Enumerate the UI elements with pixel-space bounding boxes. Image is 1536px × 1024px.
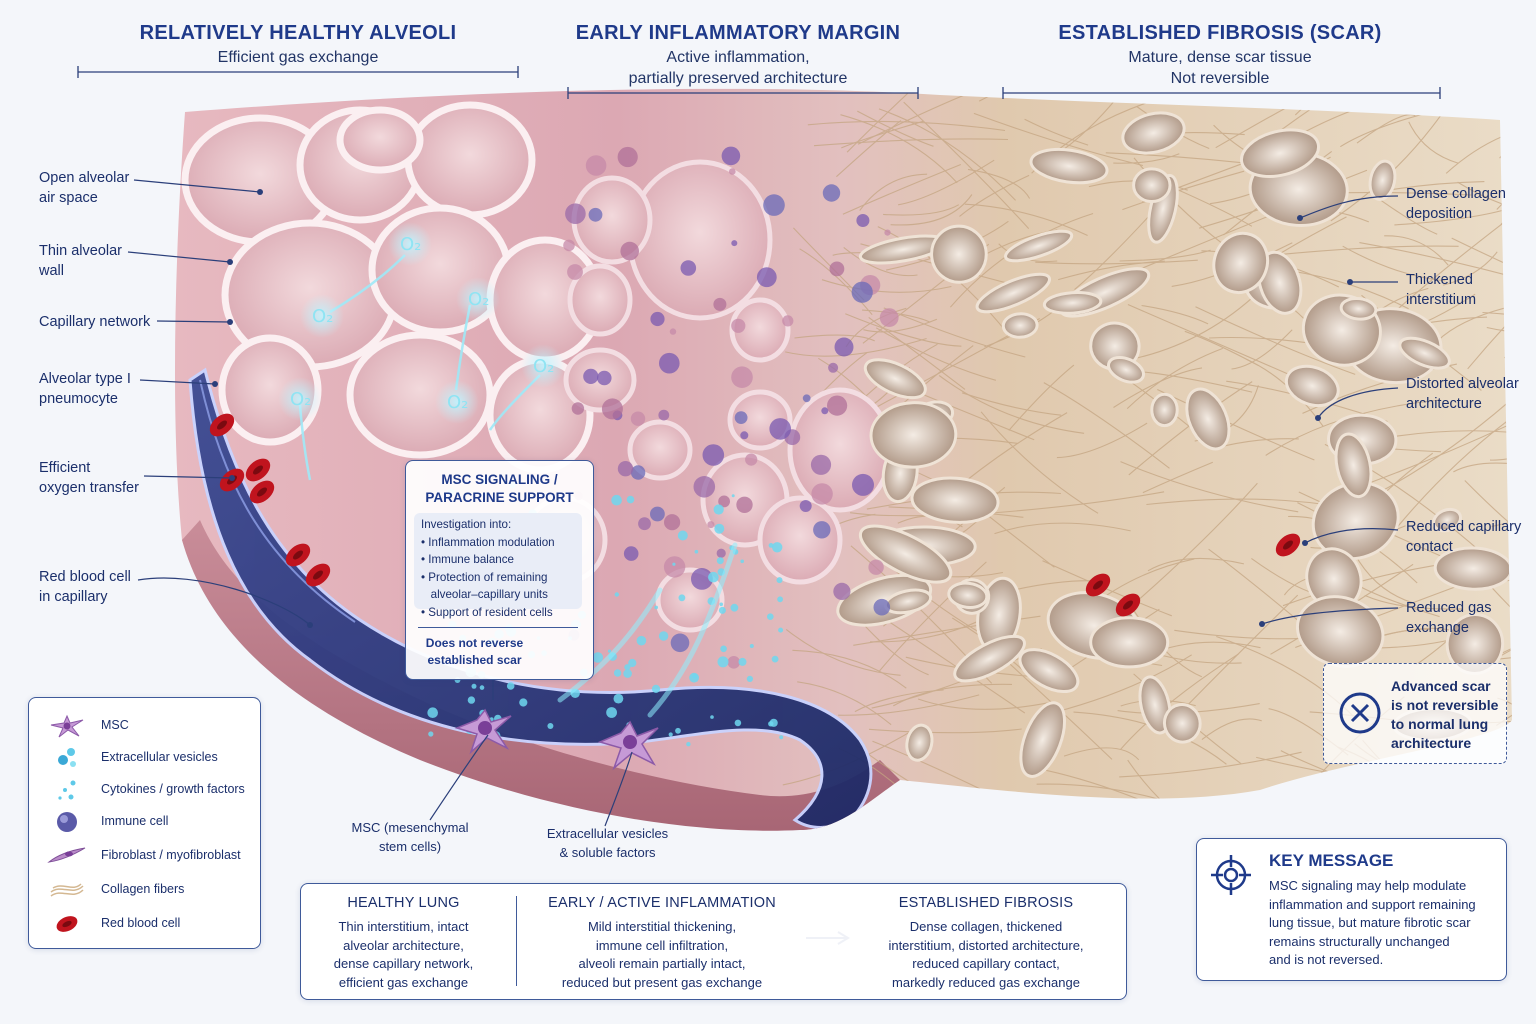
label-dense-collagen-deposition: Dense collagen deposition	[1406, 186, 1506, 222]
o2-label: O₂	[290, 389, 311, 410]
summary-divider	[516, 896, 517, 986]
legend-box: MSC Extracellular vesicles Cytokines / g…	[28, 697, 261, 949]
fibroblast-icon	[47, 847, 86, 863]
label-reduced-gas-exchange: Reduced gas exchange	[1406, 600, 1492, 636]
label-efficient-oxygen-transfer: Efficient oxygen transfer	[39, 460, 139, 496]
summary-title-established-fibrosis: ESTABLISHED FIBROSIS	[898, 895, 1074, 911]
msc-box-title: MSC SIGNALING / PARACRINE SUPPORT	[425, 472, 574, 505]
stage-summary-box: HEALTHY LUNG Thin interstitium, intact a…	[300, 883, 1127, 1000]
label-thin-alveolar-wall: Thin alveolar wall	[39, 243, 123, 279]
o2-label: O₂	[312, 306, 333, 327]
msc-signaling-box: MSC SIGNALING / PARACRINE SUPPORT Invest…	[405, 460, 594, 680]
red-blood-cell-icon	[56, 916, 78, 932]
msc-icon	[50, 714, 84, 738]
summary-body-healthy-lung: Thin interstitium, intact alveolar archi…	[333, 919, 474, 990]
msc-cell-1	[454, 708, 512, 755]
msc-box-item: • Immune balance	[421, 553, 514, 566]
o2-label: O₂	[533, 356, 554, 377]
key-message-title: KEY MESSAGE	[1269, 851, 1394, 870]
o2-label: O₂	[400, 234, 421, 255]
label-open-alveolar-air-space: Open alveolar air space	[39, 170, 130, 206]
label-red-blood-cell-in-capillary: Red blood cell in capillary	[39, 569, 131, 605]
summary-body-early-inflammation: Mild interstitial thickening, immune cel…	[561, 919, 763, 990]
label-alveolar-type-i-pneumocyte: Alveolar type I pneumocyte	[39, 371, 131, 407]
label-msc-mesenchymal-stem-cells: MSC (mesenchymal stem cells)	[351, 820, 469, 854]
label-distorted-alveolar-architecture: Distorted alveolar architecture	[1406, 376, 1519, 412]
not-reversible-icon	[1339, 692, 1381, 734]
label-reduced-capillary-contact: Reduced capillary contact	[1406, 519, 1522, 555]
zone-title-healthy: RELATIVELY HEALTHY ALVEOLI	[139, 22, 457, 44]
msc-box-item: • Inflammation modulation	[421, 535, 555, 549]
zone-subtitle-fibrosis: Mature, dense scar tissue Not reversible	[1128, 49, 1312, 87]
o2-label: O₂	[468, 289, 489, 310]
msc-box-item: alveolar–capillary units	[421, 588, 548, 601]
summary-body-established-fibrosis: Dense collagen, thickened interstitium, …	[888, 919, 1084, 990]
zone-subtitle-inflammatory: Active inflammation, partially preserved…	[628, 49, 848, 87]
summary-title-healthy-lung: HEALTHY LUNG	[347, 895, 460, 911]
label-capillary-network: Capillary network	[39, 314, 151, 330]
msc-box-divider	[418, 627, 578, 628]
summary-title-early-inflammation: EARLY / ACTIVE INFLAMMATION	[548, 895, 776, 911]
key-message-box: KEY MESSAGE MSC signaling may help modul…	[1196, 838, 1507, 981]
msc-box-list: Investigation into: • Inflammation modul…	[414, 513, 582, 619]
target-icon	[1211, 855, 1251, 895]
zone-title-inflammatory: EARLY INFLAMMATORY MARGIN	[575, 22, 901, 44]
msc-box-item: • Support of resident cells	[421, 605, 553, 619]
cytokines-icon	[58, 780, 76, 800]
label-extracellular-vesicles-soluble-factors: Extracellular vesicles & soluble factors	[546, 826, 669, 860]
zone-title-fibrosis: ESTABLISHED FIBROSIS (SCAR)	[1058, 22, 1382, 44]
collagen-fibers-icon	[50, 883, 84, 897]
msc-box-intro: Investigation into:	[421, 518, 512, 531]
msc-box-note: Does not reverse established scar	[425, 636, 524, 667]
immune-cell-icon	[57, 812, 77, 832]
o2-label: O₂	[447, 392, 468, 413]
scar-note-text: Advanced scar is not reversible to norma…	[1391, 678, 1499, 751]
label-thickened-interstitium: Thickened interstitium	[1406, 272, 1477, 308]
msc-box-item: • Protection of remaining	[421, 570, 548, 584]
extracellular-vesicles-icon	[58, 748, 76, 767]
scar-not-reversible-note: Advanced scar is not reversible to norma…	[1323, 663, 1507, 764]
key-message-body: MSC signaling may help modulate inflamma…	[1269, 878, 1476, 967]
zone-subtitle-healthy: Efficient gas exchange	[217, 49, 379, 66]
